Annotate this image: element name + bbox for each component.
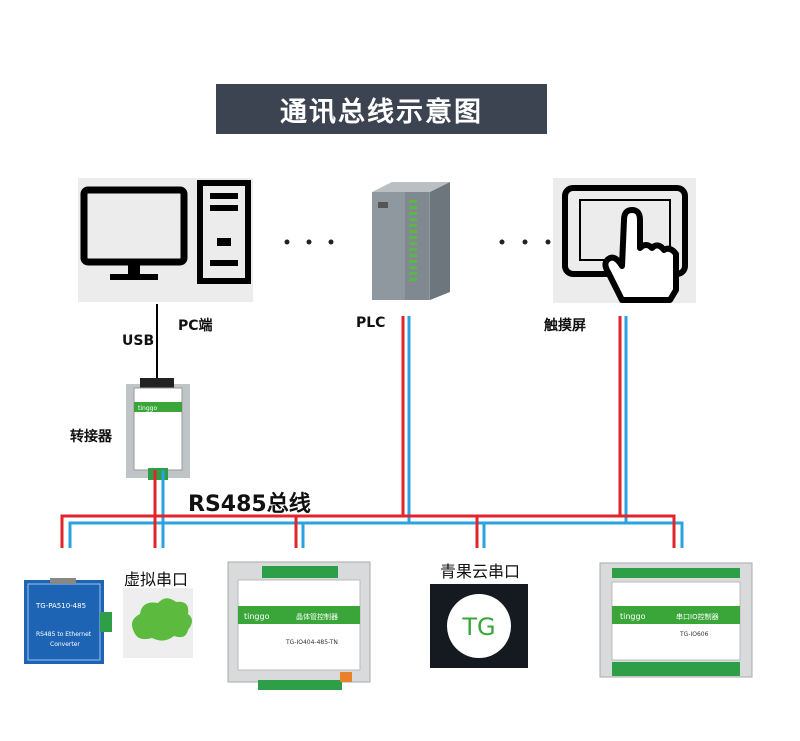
plc-label: PLC — [356, 315, 386, 331]
cloud-icon — [123, 588, 193, 658]
svg-text:TG-IO404-485-TN: TG-IO404-485-TN — [285, 639, 338, 646]
ellipsis-dots — [284, 239, 551, 245]
svg-text:串口IO控制器: 串口IO控制器 — [676, 612, 719, 621]
pc-icon — [78, 178, 253, 302]
svg-text:tinggo: tinggo — [138, 405, 157, 412]
svg-text:RS485 to Ethernet: RS485 to Ethernet — [36, 631, 92, 638]
tg-cloud-logo: TG — [430, 584, 528, 668]
transistor-controller: tinggo 晶体管控制器 TG-IO404-485-TN — [227, 561, 371, 690]
serial-io-controller: tinggo 串口IO控制器 TG-IO606 — [599, 562, 753, 678]
usb-label: USB — [122, 333, 155, 349]
converter-device: tinggo — [126, 378, 190, 480]
pc-label: PC端 — [178, 318, 213, 334]
diagram-title: 通讯总线示意图 — [216, 84, 547, 134]
rs485-ethernet-converter: TG-PA510-485 RS485 to Ethernet Converter — [24, 578, 112, 664]
plc-icon — [372, 182, 450, 300]
cloud-port-label: 青果云串口 — [440, 562, 521, 581]
touchscreen-label: 触摸屏 — [544, 318, 586, 334]
svg-text:TG-PA510-485: TG-PA510-485 — [35, 602, 86, 610]
converter-label: 转接器 — [70, 429, 112, 445]
rs485-wires — [60, 316, 684, 548]
bus-label: RS485总线 — [188, 492, 311, 517]
svg-text:tinggo: tinggo — [244, 612, 270, 621]
svg-text:Converter: Converter — [50, 641, 80, 648]
touchscreen-icon — [553, 178, 696, 303]
svg-text:晶体管控制器: 晶体管控制器 — [296, 612, 338, 621]
svg-text:TG-IO606: TG-IO606 — [679, 631, 709, 638]
svg-text:tinggo: tinggo — [620, 612, 646, 621]
svg-text:TG: TG — [461, 613, 495, 641]
virtual-port-label: 虚拟串口 — [124, 570, 189, 589]
